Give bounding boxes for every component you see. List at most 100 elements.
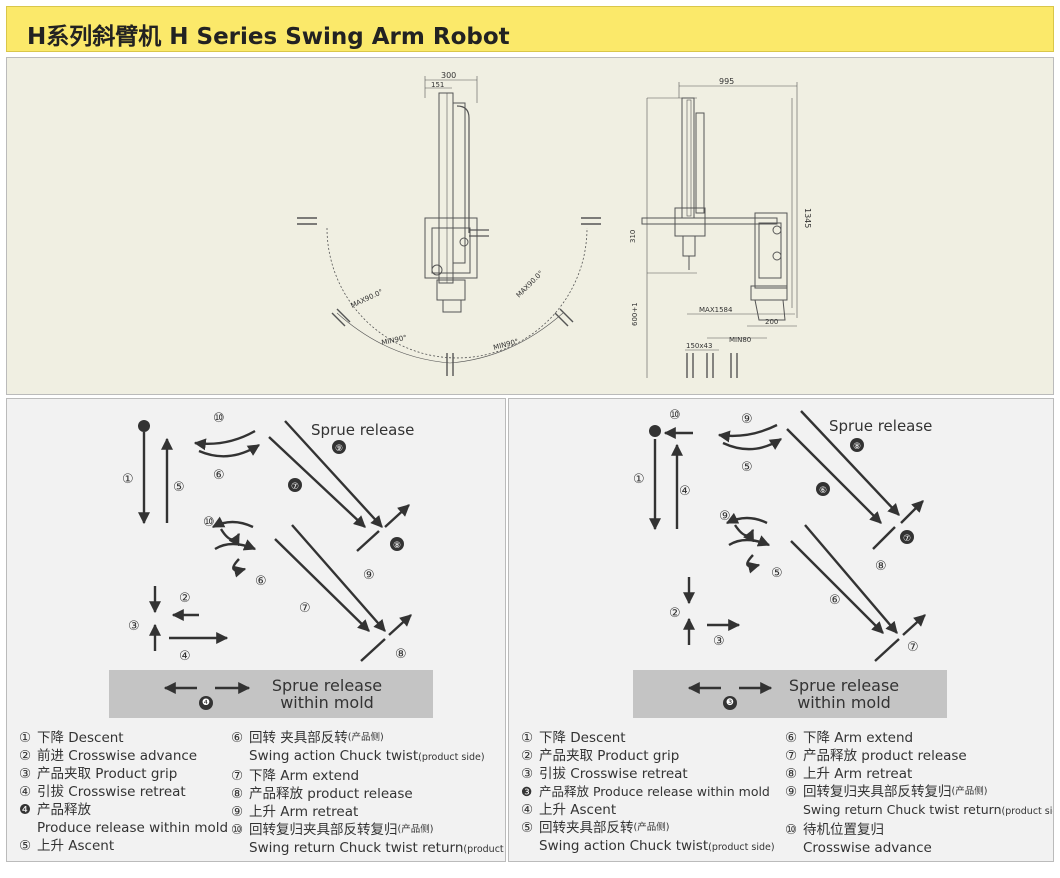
legend-num: ④ <box>19 784 32 800</box>
step-10: ⑩ <box>669 408 681 423</box>
arrow-twist-mid-b <box>214 539 257 551</box>
side-dim-min80: MIN80 <box>729 336 751 344</box>
step-8-bottom: ⑧ <box>395 647 407 662</box>
legend-item: ⑧ 上升 Arm retreat <box>785 765 1053 783</box>
step-8-badge-text: ⑧ <box>393 541 401 551</box>
step-7-bottom: ⑦ <box>907 640 919 655</box>
legend-item: ❹ 产品释放 <box>19 801 239 819</box>
arrow-swing-return-top <box>717 423 778 443</box>
legend-num: ② <box>19 748 32 764</box>
step-9-top: ⑨ <box>741 412 753 427</box>
step-8-badge-circle <box>850 438 864 452</box>
step-7-mid: ⑦ <box>299 601 311 616</box>
legend-item: ⑧ 产品释放 product release <box>231 785 505 803</box>
step-4-badge-text: ❹ <box>201 698 211 708</box>
legend-text: 引拔 Crosswise retreat <box>539 766 688 782</box>
legend-item: ① 下降 Descent <box>521 729 787 747</box>
step-5-mid: ⑤ <box>771 566 783 581</box>
legend-subtext: Swing action Chuck twist(product side) <box>231 747 505 767</box>
legend-num: ③ <box>19 766 32 782</box>
arrow-release-top <box>384 504 410 528</box>
right-sequence-panel: ⑩ ⑨ ⑤ ① ④ Sprue release ⑧ ⑥ ⑦ ⑨ ⑤ ⑧ ⑥ ⑦ … <box>508 398 1054 862</box>
legend-small: (产品侧) <box>347 732 384 743</box>
arrow-arm-extend-bottom <box>790 540 884 634</box>
legend-item: ③ 引拔 Crosswise retreat <box>521 765 787 783</box>
step-6-mid: ⑥ <box>255 574 267 589</box>
legend-text: 产品夹取 Product grip <box>539 748 680 764</box>
side-dim-310: 310 <box>629 230 637 243</box>
legend-text: 下降 Arm extend <box>803 730 914 746</box>
step-3: ③ <box>128 619 140 634</box>
arrow-arm-extend-bottom <box>274 538 370 632</box>
arrow-arm-retreat-bottom <box>291 524 386 632</box>
technical-drawing: 300 151 MAX90.0° MAX90.0° MIN90° MIN90° <box>297 71 812 378</box>
step-7-badge-text: ⑦ <box>291 482 299 492</box>
sprue-release-label-left: Sprue release <box>311 421 414 439</box>
legend-subtext: Swing action Chuck twist(product side) <box>521 837 787 857</box>
legend-text: 回转夹具部反转 <box>539 820 634 836</box>
legend-num: ❹ <box>19 802 32 818</box>
legend-subtext-small: (product side) <box>463 844 505 855</box>
left-mold-arrows <box>163 682 251 710</box>
legend-text: 回转复归夹具部反转复归 <box>249 822 398 838</box>
legend-text: 产品释放 <box>37 802 91 818</box>
step-10-mid: ⑩ <box>203 515 215 530</box>
step-7-badge-circle <box>900 530 914 544</box>
legend-num: ⑥ <box>785 730 798 746</box>
release-gap-top <box>872 526 896 550</box>
arrow-arm-extend-top <box>786 428 882 524</box>
legend-text: 产品释放 product release <box>249 786 413 802</box>
legend-text: 上升 Ascent <box>539 802 617 818</box>
legend-subtext-small: (product side) <box>418 752 485 763</box>
left-mold-box: ❹ Sprue release within mold <box>109 670 433 718</box>
arrow-twist-return-mid <box>211 516 254 529</box>
legend-num: ⑧ <box>231 786 244 802</box>
arrow-arm-retreat-top <box>284 420 383 528</box>
legend-item: ⑩ 回转复归夹具部反转复归(产品侧) <box>231 821 505 839</box>
front-dim-width: 300 <box>441 71 456 80</box>
step-2: ② <box>179 591 191 606</box>
legend-subtext-main: Swing return Chuck twist return <box>803 802 1002 817</box>
front-note-min-left: MIN90° <box>381 334 408 347</box>
step-7-badge-text: ⑦ <box>903 534 911 544</box>
step-1: ① <box>122 472 134 487</box>
step-9-badge-text: ⑨ <box>335 444 343 454</box>
legend-subtext-main: Swing action Chuck twist <box>539 838 709 854</box>
legend-num: ⑧ <box>785 766 798 782</box>
legend-subtext-main: Swing return Chuck twist return <box>249 840 464 856</box>
legend-num: ⑤ <box>19 838 32 854</box>
side-dim-150x43: 150x43 <box>686 342 712 350</box>
arrow-twist-mid-c <box>746 554 761 574</box>
front-note-max-left: MAX90.0° <box>349 288 384 310</box>
legend-small: (产品侧) <box>397 824 434 835</box>
arrow-arm-extend-top <box>268 436 366 528</box>
legend-text: 上升 Arm retreat <box>803 766 913 782</box>
arrow-arm-retreat-top <box>800 410 900 516</box>
side-dim-200: 200 <box>765 318 778 326</box>
legend-num: ⑩ <box>231 822 244 838</box>
legend-text: 下降 Descent <box>539 730 626 746</box>
legend-num: ① <box>521 730 534 746</box>
right-motion-diagram: ⑩ ⑨ ⑤ ① ④ Sprue release ⑧ ⑥ ⑦ ⑨ ⑤ ⑧ ⑥ ⑦ … <box>633 408 932 662</box>
legend-num: ③ <box>521 766 534 782</box>
side-view-drawing <box>641 82 798 378</box>
release-gap-bottom <box>874 638 900 662</box>
step-5: ⑤ <box>173 480 185 495</box>
header-bar: H系列斜臂机 H Series Swing Arm Robot <box>6 6 1054 52</box>
right-mold-label-line2: within mold <box>797 693 891 712</box>
step-8-badge-text: ⑧ <box>853 442 861 452</box>
legend-subtext-small: (product side) <box>708 842 775 853</box>
legend-subtext: Swing return Chuck twist return(product … <box>785 801 1053 821</box>
front-view-drawing <box>297 76 601 376</box>
legend-subtext: Swing return Chuck twist return(product … <box>231 839 505 859</box>
